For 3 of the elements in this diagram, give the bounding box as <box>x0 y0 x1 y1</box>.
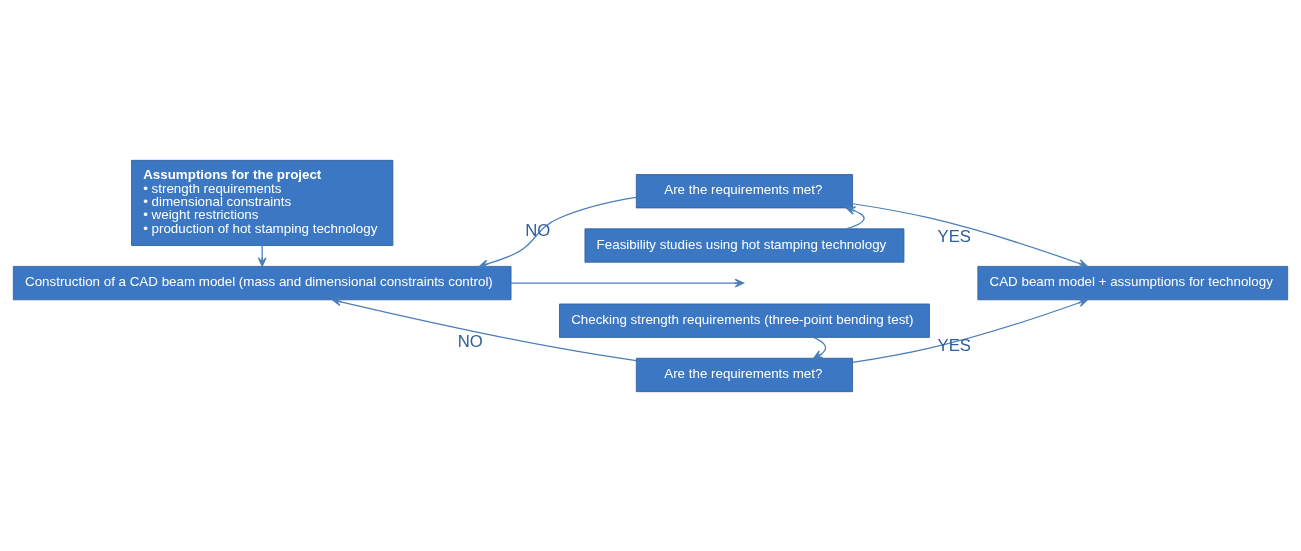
edge-label: NO <box>457 331 483 351</box>
edge-label: YES <box>937 335 971 355</box>
edge-label: YES <box>937 226 971 246</box>
